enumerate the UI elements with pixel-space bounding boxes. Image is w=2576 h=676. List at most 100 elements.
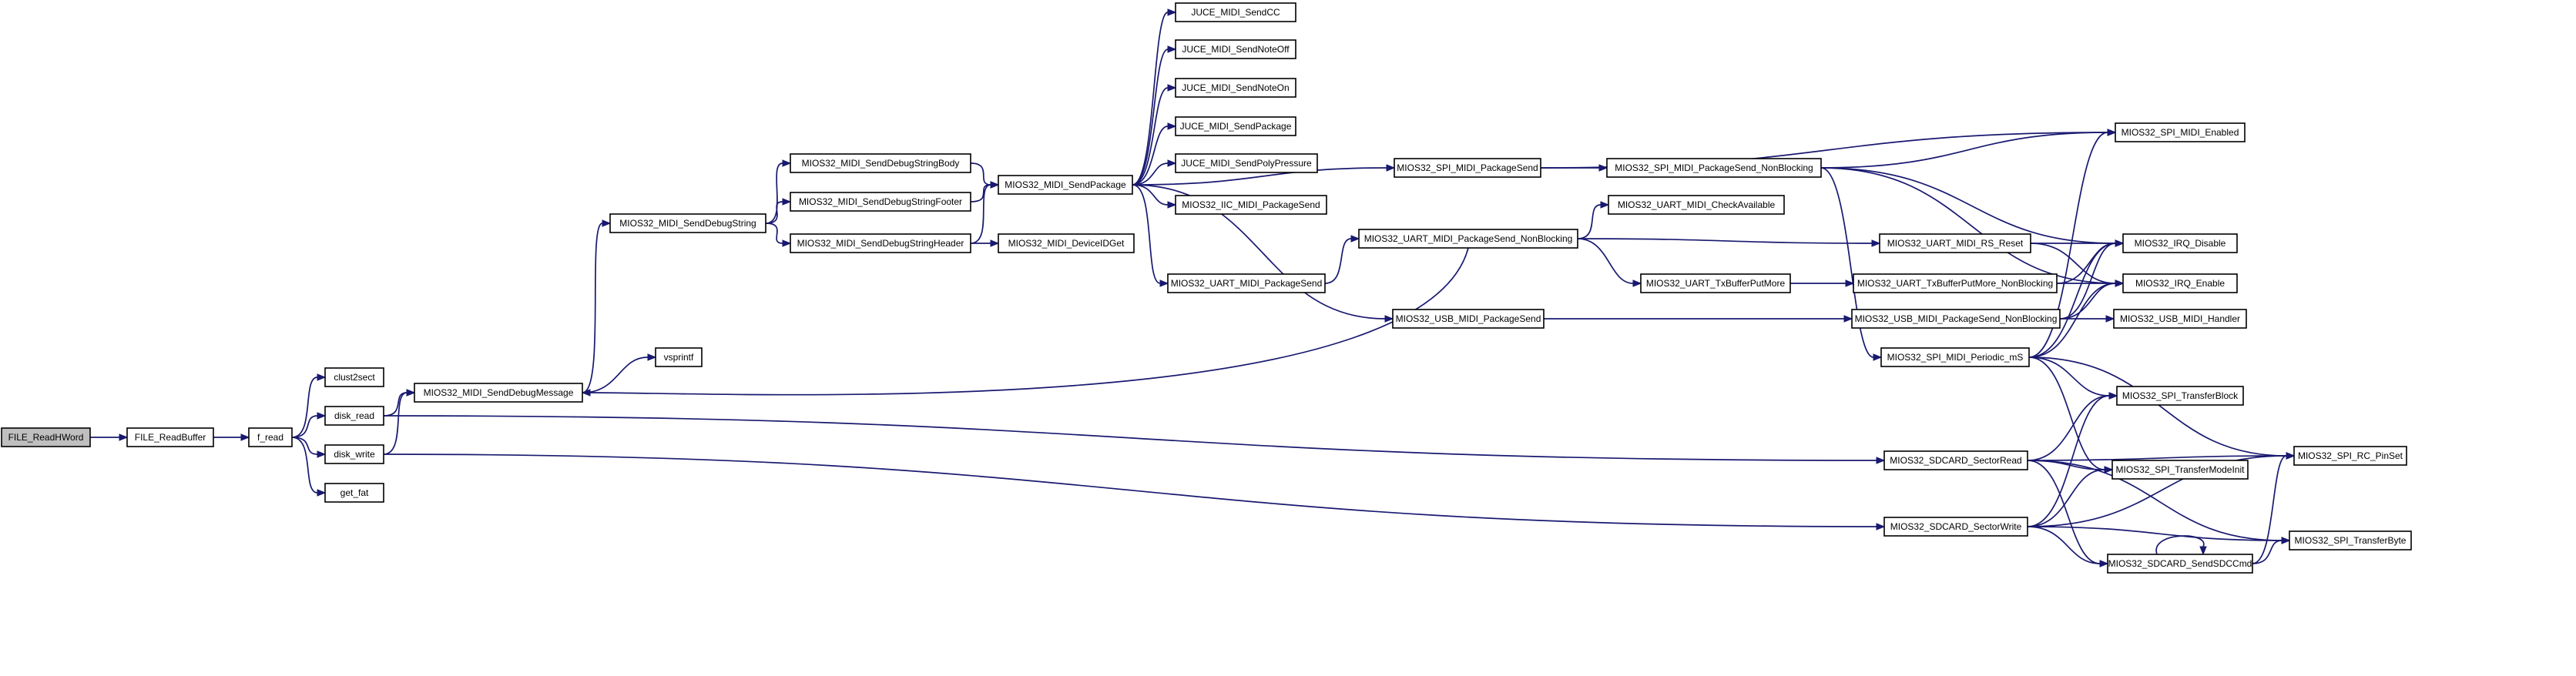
edge-MIOS32_UART_TxBufferPutMore-to-MIOS32_UART_TxBufferPutMore_NonBlocking (1790, 279, 1855, 287)
svg-text:MIOS32_IIC_MIDI_PackageSend: MIOS32_IIC_MIDI_PackageSend (1182, 199, 1320, 210)
svg-text:MIOS32_USB_MIDI_PackageSend: MIOS32_USB_MIDI_PackageSend (1396, 313, 1541, 324)
edge-MIOS32_SPI_MIDI_Periodic_mS-to-MIOS32_SPI_MIDI_Enabled (2028, 129, 2117, 358)
node-FILE_ReadHWord: FILE_ReadHWord (1, 427, 91, 447)
svg-text:JUCE_MIDI_SendCC: JUCE_MIDI_SendCC (1191, 7, 1280, 18)
svg-text:MIOS32_SPI_TransferByte: MIOS32_SPI_TransferByte (2295, 535, 2407, 546)
svg-text:JUCE_MIDI_SendNoteOn: JUCE_MIDI_SendNoteOn (1182, 82, 1289, 93)
edge-MIOS32_UART_MIDI_PackageSend_NonBlocking-to-MIOS32_UART_MIDI_CheckAvailable (1577, 201, 1610, 239)
svg-text:MIOS32_MIDI_SendDebugString: MIOS32_MIDI_SendDebugString (619, 218, 756, 229)
node-MIOS32_UART_TxBufferPutMore[interactable]: MIOS32_UART_TxBufferPutMore (1640, 273, 1791, 293)
call-nodes: FILE_ReadHWord FILE_ReadBuffer f_read cl… (1, 2, 2412, 574)
edge-MIOS32_SDCARD_SectorWrite-to-MIOS32_SPI_TransferByte (2027, 526, 2291, 544)
edge-MIOS32_MIDI_SendDebugMessage-to-vsprintf (582, 353, 657, 393)
svg-text:MIOS32_SDCARD_SendSDCCmd: MIOS32_SDCARD_SendSDCCmd (2108, 558, 2252, 569)
edge-MIOS32_MIDI_SendPackage-to-JUCE_MIDI_SendPackage (1132, 122, 1177, 186)
node-clust2sect[interactable]: clust2sect (324, 367, 384, 387)
edge-MIOS32_SDCARD_SectorRead-to-MIOS32_SPI_TransferBlock (2027, 392, 2118, 461)
node-MIOS32_IRQ_Disable[interactable]: MIOS32_IRQ_Disable (2122, 233, 2238, 253)
svg-text:MIOS32_SPI_MIDI_PackageSend_No: MIOS32_SPI_MIDI_PackageSend_NonBlocking (1615, 162, 1813, 173)
node-MIOS32_MIDI_SendDebugStringBody[interactable]: MIOS32_MIDI_SendDebugStringBody (790, 153, 971, 173)
edge-disk_read-to-MIOS32_SDCARD_SectorRead (383, 415, 1886, 464)
edge-MIOS32_MIDI_SendDebugString-to-MIOS32_MIDI_SendDebugStringHeader (765, 223, 792, 247)
node-FILE_ReadBuffer[interactable]: FILE_ReadBuffer (126, 427, 214, 447)
node-MIOS32_SDCARD_SectorWrite[interactable]: MIOS32_SDCARD_SectorWrite (1883, 517, 2028, 537)
node-disk_read[interactable]: disk_read (324, 406, 384, 426)
node-MIOS32_UART_MIDI_CheckAvailable[interactable]: MIOS32_UART_MIDI_CheckAvailable (1608, 195, 1785, 215)
edge-MIOS32_SDCARD_SendSDCCmd-to-MIOS32_SPI_RC_PinSet (2252, 452, 2296, 564)
node-MIOS32_MIDI_SendDebugString[interactable]: MIOS32_MIDI_SendDebugString (609, 213, 766, 233)
node-MIOS32_SPI_RC_PinSet[interactable]: MIOS32_SPI_RC_PinSet (2293, 446, 2407, 466)
node-MIOS32_SPI_TransferBlock[interactable]: MIOS32_SPI_TransferBlock (2116, 386, 2244, 406)
node-MIOS32_USB_MIDI_PackageSend[interactable]: MIOS32_USB_MIDI_PackageSend (1392, 309, 1545, 329)
svg-text:MIOS32_SDCARD_SectorWrite: MIOS32_SDCARD_SectorWrite (1890, 521, 2022, 532)
edge-MIOS32_UART_MIDI_PackageSend-to-MIOS32_UART_MIDI_PackageSend_NonBlocking (1324, 235, 1360, 284)
svg-text:MIOS32_IRQ_Enable: MIOS32_IRQ_Enable (2135, 278, 2225, 289)
node-JUCE_MIDI_SendPackage[interactable]: JUCE_MIDI_SendPackage (1175, 116, 1296, 136)
node-MIOS32_SPI_MIDI_Enabled[interactable]: MIOS32_SPI_MIDI_Enabled (2115, 122, 2246, 142)
svg-text:vsprintf: vsprintf (664, 352, 694, 363)
svg-text:clust2sect: clust2sect (334, 372, 375, 383)
edge-MIOS32_SPI_MIDI_Periodic_mS-to-MIOS32_IRQ_Enable (2028, 279, 2125, 358)
edge-MIOS32_MIDI_SendPackage-to-MIOS32_UART_MIDI_PackageSend (1132, 184, 1169, 287)
edge-MIOS32_USB_MIDI_PackageSend_NonBlocking-to-MIOS32_USB_MIDI_Handler (2059, 315, 2115, 323)
node-MIOS32_MIDI_DeviceIDGet[interactable]: MIOS32_MIDI_DeviceIDGet (998, 233, 1135, 253)
node-MIOS32_UART_MIDI_RS_Reset[interactable]: MIOS32_UART_MIDI_RS_Reset (1879, 233, 2031, 253)
edge-MIOS32_MIDI_SendPackage-to-MIOS32_USB_MIDI_PackageSend (1132, 184, 1394, 323)
svg-text:MIOS32_SPI_RC_PinSet: MIOS32_SPI_RC_PinSet (2298, 450, 2403, 461)
edge-MIOS32_SPI_MIDI_Periodic_mS-to-MIOS32_SPI_RC_PinSet (2028, 356, 2296, 460)
edge-MIOS32_SDCARD_SendSDCCmd-to-MIOS32_SPI_TransferByte (2252, 537, 2291, 564)
node-MIOS32_MIDI_SendDebugStringHeader[interactable]: MIOS32_MIDI_SendDebugStringHeader (790, 233, 971, 253)
svg-text:MIOS32_USB_MIDI_PackageSend_No: MIOS32_USB_MIDI_PackageSend_NonBlocking (1855, 313, 2058, 324)
node-MIOS32_SPI_TransferModeInit[interactable]: MIOS32_SPI_TransferModeInit (2111, 460, 2249, 480)
svg-text:MIOS32_SDCARD_SectorRead: MIOS32_SDCARD_SectorRead (1890, 455, 2021, 466)
node-get_fat[interactable]: get_fat (324, 483, 384, 503)
node-MIOS32_SPI_MIDI_PackageSend_NonBlocking[interactable]: MIOS32_SPI_MIDI_PackageSend_NonBlocking (1606, 158, 1822, 178)
node-MIOS32_MIDI_SendDebugMessage[interactable]: MIOS32_MIDI_SendDebugMessage (414, 383, 583, 403)
node-MIOS32_IRQ_Enable[interactable]: MIOS32_IRQ_Enable (2122, 273, 2238, 293)
node-MIOS32_IIC_MIDI_PackageSend[interactable]: MIOS32_IIC_MIDI_PackageSend (1175, 195, 1327, 215)
svg-text:get_fat: get_fat (340, 487, 369, 498)
edge-MIOS32_SDCARD_SectorWrite-to-MIOS32_SPI_TransferBlock (2027, 392, 2118, 527)
edge-MIOS32_MIDI_SendPackage-to-JUCE_MIDI_SendNoteOff (1132, 45, 1177, 186)
svg-text:MIOS32_SPI_TransferModeInit: MIOS32_SPI_TransferModeInit (2116, 464, 2246, 475)
svg-text:MIOS32_SPI_MIDI_PackageSend: MIOS32_SPI_MIDI_PackageSend (1397, 162, 1538, 173)
node-MIOS32_MIDI_SendDebugStringFooter[interactable]: MIOS32_MIDI_SendDebugStringFooter (790, 192, 971, 212)
node-MIOS32_SPI_MIDI_PackageSend[interactable]: MIOS32_SPI_MIDI_PackageSend (1394, 158, 1541, 178)
edge-MIOS32_MIDI_SendDebugStringHeader-to-MIOS32_MIDI_DeviceIDGet (970, 239, 1000, 247)
edge-MIOS32_SDCARD_SectorWrite-to-MIOS32_SDCARD_SendSDCCmd (2027, 526, 2109, 567)
node-disk_write[interactable]: disk_write (324, 444, 384, 464)
edge-FILE_ReadHWord-to-FILE_ReadBuffer (90, 433, 129, 441)
node-MIOS32_SPI_TransferByte[interactable]: MIOS32_SPI_TransferByte (2289, 530, 2412, 551)
node-MIOS32_SDCARD_SectorRead[interactable]: MIOS32_SDCARD_SectorRead (1883, 450, 2028, 470)
edge-f_read-to-clust2sect (291, 373, 327, 438)
node-f_read[interactable]: f_read (248, 427, 293, 447)
node-MIOS32_UART_MIDI_PackageSend_NonBlocking[interactable]: MIOS32_UART_MIDI_PackageSend_NonBlocking (1358, 229, 1578, 249)
node-MIOS32_UART_MIDI_PackageSend[interactable]: MIOS32_UART_MIDI_PackageSend (1167, 273, 1326, 293)
svg-text:MIOS32_SPI_MIDI_Periodic_mS: MIOS32_SPI_MIDI_Periodic_mS (1887, 352, 2024, 363)
node-MIOS32_USB_MIDI_PackageSend_NonBlocking[interactable]: MIOS32_USB_MIDI_PackageSend_NonBlocking (1851, 309, 2061, 329)
edge-disk_write-to-MIOS32_MIDI_SendDebugMessage (383, 389, 416, 455)
svg-text:MIOS32_UART_TxBufferPutMore_No: MIOS32_UART_TxBufferPutMore_NonBlocking (1857, 278, 2053, 289)
edge-MIOS32_MIDI_SendDebugString-to-MIOS32_MIDI_SendDebugStringBody (765, 159, 792, 224)
edge-MIOS32_UART_TxBufferPutMore_NonBlocking-to-MIOS32_IRQ_Disable (2056, 239, 2125, 284)
edge-MIOS32_SPI_MIDI_PackageSend_NonBlocking-to-MIOS32_SPI_MIDI_Enabled (1820, 129, 2117, 169)
node-MIOS32_MIDI_SendPackage[interactable]: MIOS32_MIDI_SendPackage (998, 175, 1133, 195)
svg-text:FILE_ReadHWord: FILE_ReadHWord (8, 432, 84, 443)
svg-text:FILE_ReadBuffer: FILE_ReadBuffer (135, 432, 206, 443)
node-vsprintf[interactable]: vsprintf (655, 347, 703, 367)
edge-MIOS32_UART_MIDI_PackageSend_NonBlocking-to-MIOS32_MIDI_SendDebugMessage (581, 247, 1469, 397)
node-JUCE_MIDI_SendPolyPressure[interactable]: JUCE_MIDI_SendPolyPressure (1175, 153, 1318, 173)
node-MIOS32_UART_TxBufferPutMore_NonBlocking[interactable]: MIOS32_UART_TxBufferPutMore_NonBlocking (1853, 273, 2058, 293)
node-MIOS32_SPI_MIDI_Periodic_mS[interactable]: MIOS32_SPI_MIDI_Periodic_mS (1880, 347, 2030, 367)
node-MIOS32_SDCARD_SendSDCCmd[interactable]: MIOS32_SDCARD_SendSDCCmd (2107, 554, 2253, 574)
edge-f_read-to-disk_read (291, 412, 327, 438)
node-JUCE_MIDI_SendCC[interactable]: JUCE_MIDI_SendCC (1175, 2, 1296, 22)
svg-text:MIOS32_MIDI_SendDebugStringBod: MIOS32_MIDI_SendDebugStringBody (802, 158, 960, 169)
node-JUCE_MIDI_SendNoteOff[interactable]: JUCE_MIDI_SendNoteOff (1175, 39, 1296, 59)
node-JUCE_MIDI_SendNoteOn[interactable]: JUCE_MIDI_SendNoteOn (1175, 78, 1296, 98)
svg-text:MIOS32_UART_MIDI_PackageSend: MIOS32_UART_MIDI_PackageSend (1171, 278, 1323, 289)
edge-MIOS32_SPI_MIDI_PackageSend_NonBlocking-to-MIOS32_IRQ_Enable (1820, 167, 2125, 287)
svg-text:MIOS32_MIDI_SendDebugMessage: MIOS32_MIDI_SendDebugMessage (424, 387, 574, 398)
node-MIOS32_USB_MIDI_Handler[interactable]: MIOS32_USB_MIDI_Handler (2113, 309, 2247, 329)
